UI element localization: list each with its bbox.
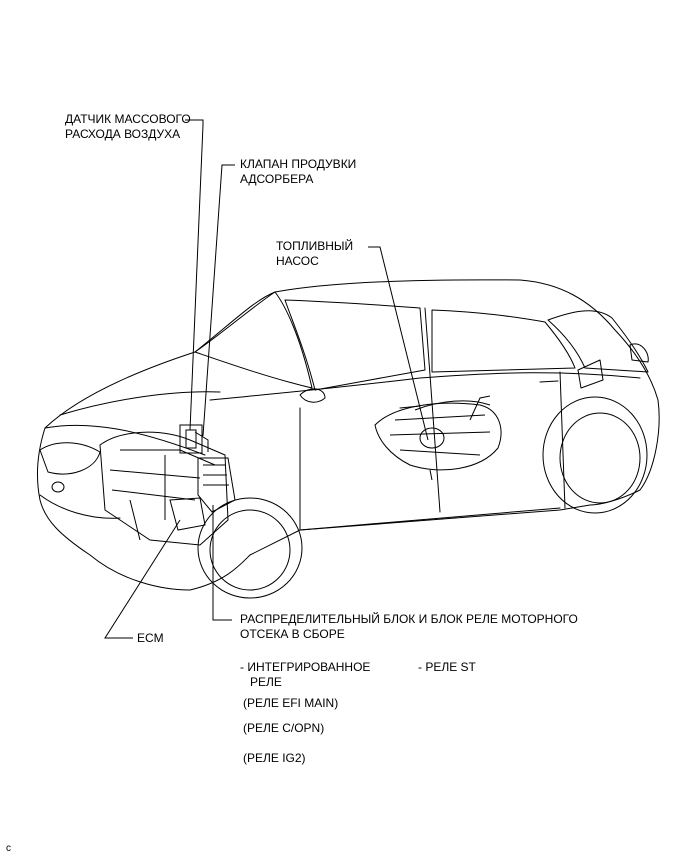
rear-window [547,310,649,373]
car-body-outline [37,279,660,591]
front-bumper [39,494,121,519]
rear-wheel [559,412,641,504]
label-maf-sensor: ДАТЧИК МАССОВОГО РАСХОДА ВОЗДУХА [65,112,191,142]
hood-crease [59,391,221,416]
label-integrated-relay-line1: - ИНТЕГРИРОВАННОЕ [240,660,371,674]
label-purge-valve: КЛАПАН ПРОДУВКИ АДСОРБЕРА [240,157,356,187]
relay-block-shape [197,457,236,513]
label-integrated-relay-line2: РЕЛЕ [250,675,282,689]
label-fuel-pump: ТОПЛИВНЫЙ НАСОС [276,239,353,269]
label-relay-block-line2: ОТСЕКА В СБОРЕ [240,627,345,641]
label-purge-valve-line2: АДСОРБЕРА [240,172,314,186]
ecm-shape [169,497,206,531]
label-maf-sensor-line1: ДАТЧИК МАССОВОГО [65,112,191,126]
engine-assembly [99,424,236,546]
leader-relay-block [212,505,232,621]
fuel-door [577,359,604,389]
label-ig2-relay: (РЕЛЕ IG2) [243,751,306,765]
rear-light [629,343,649,363]
rear-door-edge [559,371,566,509]
side-mirror [299,388,326,403]
emblem [51,481,65,493]
rear-wheel-arch [542,396,648,514]
label-efi-main-relay: (РЕЛЕ EFI MAIN) [243,696,339,710]
label-st-relay: - РЕЛЕ ST [418,660,476,674]
leader-purge [202,164,235,437]
front-wheel [209,509,291,591]
rear-door-handle [539,380,559,383]
headlight [39,442,101,475]
label-relay-block-line1: РАСПРЕДЕЛИТЕЛЬНЫЙ БЛОК И БЛОК РЕЛЕ МОТОР… [240,612,578,626]
door-split [424,307,441,513]
leader-maf [185,119,204,431]
rocker [299,507,561,531]
leader-fuel-pump [368,246,429,441]
label-fuel-pump-line2: НАСОС [276,254,319,268]
hood-line [44,424,206,456]
front-wheel-arch [197,497,303,599]
label-purge-valve-line1: КЛАПАН ПРОДУВКИ [240,157,357,171]
windshield [194,291,313,389]
front-door-window [284,299,426,391]
leader-ecm [104,519,181,639]
fuel-tank [374,395,502,481]
label-fuel-pump-line1: ТОПЛИВНЫЙ [276,239,354,253]
label-copn-relay: (РЕЛЕ C/OPN) [243,721,325,735]
corner-mark: c [6,843,11,854]
label-maf-sensor-line2: РАСХОДА ВОЗДУХА [65,127,181,141]
rear-door-window [431,309,576,373]
label-relay-block: РАСПРЕДЕЛИТЕЛЬНЫЙ БЛОК И БЛОК РЕЛЕ МОТОР… [240,612,578,642]
label-integrated-relay: - ИНТЕГРИРОВАННОЕ РЕЛЕ [240,660,370,690]
belt-line [209,372,641,401]
label-ecm: ECM [137,631,164,645]
